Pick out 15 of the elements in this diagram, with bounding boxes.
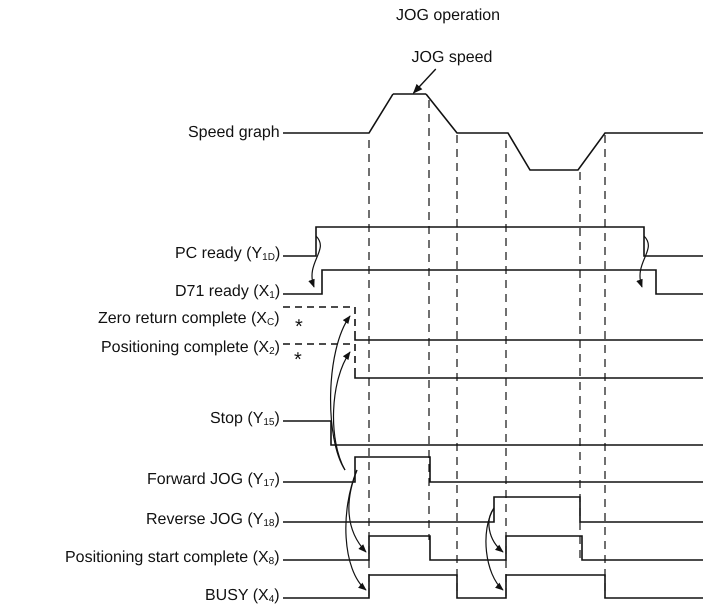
- signal-name: Zero return complete (X$_{C}$): [98, 310, 280, 330]
- signal-name: D71 ready (X$_{1}$): [175, 283, 280, 303]
- signal-name: Speed graph: [188, 124, 280, 142]
- note-mark: *: [294, 351, 302, 369]
- signal-name: Forward JOG (Y$_{17}$): [147, 471, 280, 491]
- signal-name: PC ready (Y$_{1D}$): [175, 245, 280, 265]
- signal-name: BUSY (X$_{4}$): [205, 587, 280, 607]
- signal-name: Stop (Y$_{15}$): [210, 410, 280, 430]
- diagram-title: JOG operation: [396, 7, 500, 25]
- note-mark: *: [295, 318, 303, 336]
- signal-name: Positioning start complete (X$_{8}$): [65, 549, 280, 569]
- callout-label: JOG speed: [412, 49, 492, 67]
- signal-name: Positioning complete (X$_{2}$): [101, 339, 280, 359]
- leader-line: [412, 68, 436, 94]
- signal-name: Reverse JOG (Y$_{18}$): [146, 511, 280, 531]
